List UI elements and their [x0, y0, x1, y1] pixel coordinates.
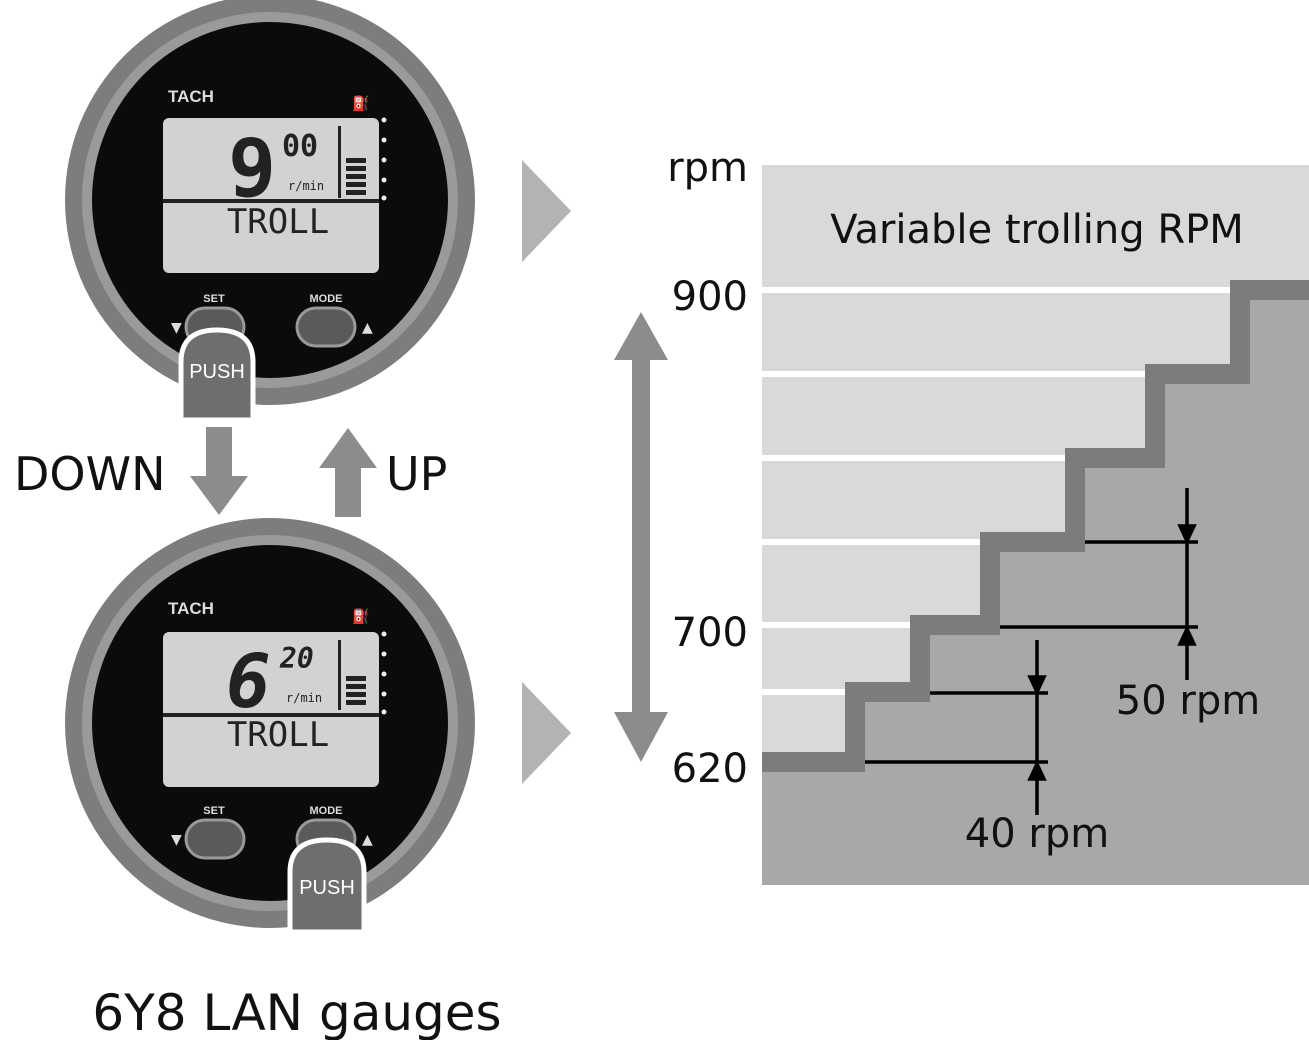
down-arrow — [190, 427, 248, 515]
step-label-40rpm: 40 rpm — [965, 811, 1109, 857]
set-label: SET — [203, 293, 225, 305]
dimension-50rpm — [1000, 488, 1198, 680]
finger-push-icon — [287, 837, 367, 935]
lcd-separator — [163, 713, 379, 717]
lcd-screen — [163, 118, 379, 273]
chart-gridlines — [762, 287, 1240, 695]
fuel-icon: ⛽ — [352, 608, 369, 625]
down-label: DOWN — [14, 447, 166, 501]
tick-label-620: 620 — [672, 746, 748, 792]
stair-area — [762, 290, 1309, 885]
up-arrow — [319, 428, 377, 517]
lcd-divider — [338, 126, 341, 198]
indicator-dots — [381, 631, 387, 715]
indicator-dots — [381, 117, 387, 201]
gauge-bottom: TACH 6 20 r/min ⛽ TROLL SET MODE ▼ ▲ PUS… — [65, 518, 475, 935]
lcd-separator — [163, 199, 379, 203]
gauge-brand: TACH — [168, 87, 214, 106]
up-triangle-icon: ▲ — [362, 832, 373, 848]
pointer-triangle-top — [522, 160, 571, 262]
lcd-divider — [338, 640, 341, 710]
pointer-triangle-bottom — [522, 682, 571, 784]
up-label: UP — [386, 447, 447, 501]
chart-title: Variable trolling RPM — [830, 207, 1244, 253]
lcd-rpm-small: 00 — [282, 129, 318, 164]
lcd-mode-text: TROLL — [227, 202, 329, 242]
lcd-mode-text: TROLL — [227, 715, 329, 755]
mode-label: MODE — [310, 805, 343, 817]
push-label: PUSH — [299, 877, 355, 899]
gauge-top: TACH 9 00 r/min ⛽ TROLL SET MODE ▼ ▲ PUS… — [65, 0, 475, 423]
range-double-arrow — [614, 312, 668, 762]
set-button[interactable] — [184, 818, 246, 860]
tick-label-900: 900 — [672, 274, 748, 320]
lcd-bargraph — [346, 158, 366, 195]
gauges-caption: 6Y8 LAN gauges — [92, 984, 501, 1040]
dimension-40rpm — [865, 640, 1048, 815]
lcd-rpm-small: 20 — [279, 642, 314, 675]
down-triangle-icon: ▼ — [171, 320, 182, 336]
lcd-unit: r/min — [288, 179, 324, 193]
gauge-brand: TACH — [168, 599, 214, 618]
set-label: SET — [203, 805, 225, 817]
down-triangle-icon: ▼ — [171, 832, 182, 848]
mode-button[interactable] — [295, 306, 357, 348]
up-triangle-icon: ▲ — [362, 320, 373, 336]
axis-unit-label: rpm — [667, 145, 748, 191]
lcd-rpm-big: 6 — [226, 639, 271, 725]
fuel-icon: ⛽ — [352, 95, 369, 112]
lcd-screen — [163, 632, 379, 787]
push-label: PUSH — [189, 361, 245, 383]
lcd-bargraph — [346, 676, 366, 705]
rpm-step-chart: Variable trolling RPM 50 rpm 40 rpm rpm … — [667, 145, 1309, 885]
lcd-unit: r/min — [286, 691, 322, 705]
mode-label: MODE — [310, 293, 343, 305]
tick-label-700: 700 — [672, 610, 748, 656]
finger-push-icon — [178, 327, 256, 423]
step-label-50rpm: 50 rpm — [1116, 678, 1260, 724]
stair-edge — [762, 280, 1309, 772]
